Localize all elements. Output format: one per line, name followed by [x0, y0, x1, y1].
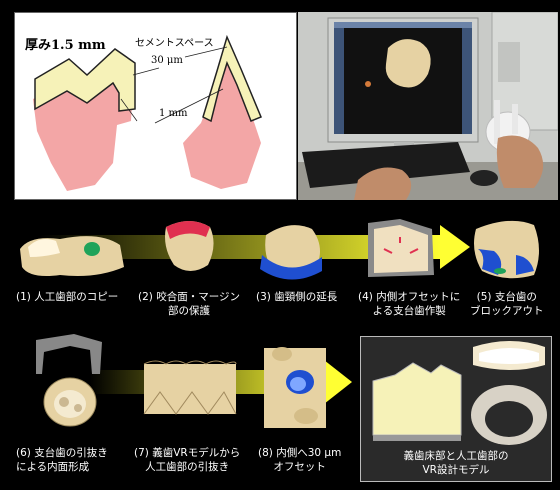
step-5-label: (5) 支台歯のブロックアウト: [470, 291, 544, 317]
step-6-image: [36, 334, 102, 427]
step-3-image: [260, 225, 322, 280]
thickness-label: 厚み1.5 mm: [25, 38, 106, 53]
cross-section-diagram: 厚み1.5 mm セメントスペース 30 μm 1 mm: [14, 12, 297, 200]
workstation-photo: [298, 12, 558, 200]
step-3-label: (3) 歯頸側の延長: [256, 291, 338, 303]
step-1-label: (1) 人工歯部のコピー: [16, 291, 119, 303]
step-7-image: [143, 360, 237, 415]
process-row-top: [0, 205, 560, 325]
offset-label: 30 μm: [151, 55, 183, 66]
process-arrow-head: [440, 225, 470, 269]
cross-section-illustration: [33, 34, 262, 191]
step-2-label: (2) 咬合面・マージン部の保護: [138, 291, 241, 317]
depth-label: 1 mm: [159, 108, 188, 119]
process-row-bottom: [0, 330, 360, 430]
cement-space-label: セメントスペース: [135, 38, 214, 49]
step-4-image: [368, 219, 434, 277]
step-5-image: [474, 220, 539, 279]
step-1-image: [20, 236, 124, 276]
process-arrow-head-2: [324, 360, 352, 404]
step-2-image: [165, 221, 214, 271]
step-7-label: (7) 義歯VRモデルから人工歯部の引抜き: [134, 447, 241, 473]
step-6-label: (6) 支台歯の引抜きによる内面形成: [16, 447, 108, 473]
step-8-image: [264, 347, 326, 428]
step-4-label: (4) 内側オフセットによる支台歯作製: [358, 291, 461, 317]
